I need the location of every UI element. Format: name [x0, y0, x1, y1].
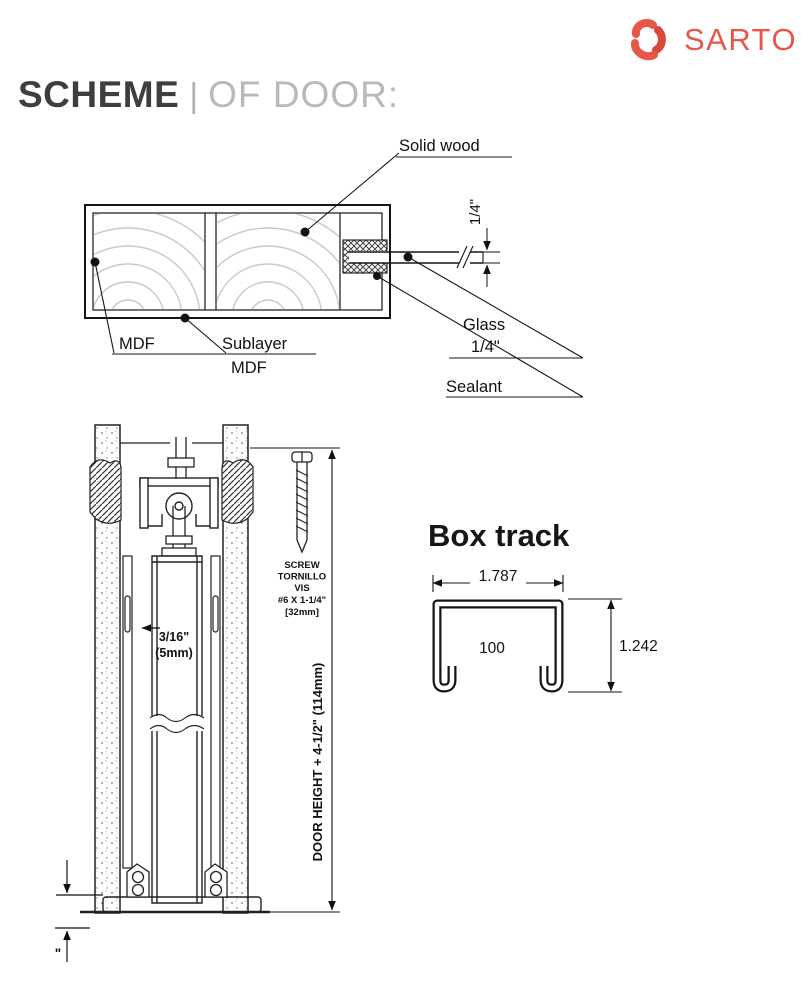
sublayer-label-line1: Sublayer: [222, 335, 288, 353]
floor-gap-label: 3/4": [55, 946, 61, 961]
title-divider: |: [189, 77, 199, 115]
page-title: SCHEME | OF DOOR:: [18, 74, 399, 116]
gap-dimension: 3/16" (5mm): [141, 624, 193, 660]
box-track-title: Box track: [428, 518, 570, 553]
screw-label-line5: [32mm]: [285, 607, 319, 618]
box-track-shape: [432, 599, 564, 693]
mdf-label: MDF: [119, 335, 155, 353]
glass-size-label: 1/4": [471, 338, 500, 356]
track-mount-diagram: 3/16" (5mm) 3/4": [55, 424, 340, 962]
sarto-logo-text: SARTO: [684, 22, 798, 57]
title-main: SCHEME: [18, 74, 180, 115]
sarto-logo-icon: [631, 19, 666, 61]
door-panel: [149, 555, 205, 904]
door-cross-section-diagram: 1/4" Solid wood MDF Sublayer MDF Glass: [84, 137, 584, 398]
glass-label: Glass: [463, 316, 505, 334]
mounting-wedges: [89, 459, 254, 524]
title-subtitle: OF DOOR:: [208, 74, 400, 115]
solid-wood-label: Solid wood: [399, 137, 480, 155]
glass-thickness-dimension: [470, 228, 500, 287]
track-profile: [139, 477, 219, 529]
sealant-label: Sealant: [446, 378, 502, 396]
floor-gap-dimension: [55, 860, 103, 962]
gap-label-value: 3/16": [159, 630, 189, 644]
screw-drawing: [291, 451, 313, 554]
screw-label: SCREW TORNILLO VIS #6 X 1-1/4" [32mm]: [278, 560, 326, 618]
roller-wheel: [165, 492, 193, 520]
screw-label-line3: VIS: [294, 583, 309, 594]
width-dim-label-bg: [470, 568, 526, 584]
section-labels: Solid wood MDF Sublayer MDF Glass 1/4" S…: [119, 137, 505, 396]
floor-assembly: [80, 863, 270, 914]
screw-label-line2: TORNILLO: [278, 572, 326, 583]
leader-lines: [94, 152, 584, 398]
door-height-dimension: [250, 447, 340, 913]
sealant-block: [342, 239, 389, 274]
gap-label-mm: (5mm): [155, 646, 193, 660]
box-track-dimensions: [432, 575, 622, 693]
sarto-logo: SARTO: [620, 14, 797, 66]
glass-thickness-label: 1/4": [467, 199, 484, 225]
box-track-width-dim: 1.787: [479, 568, 518, 585]
door-height-label: DOOR HEIGHT + 4-1/2" (114mm): [310, 663, 325, 862]
screw-label-line4: #6 X 1-1/4": [278, 595, 326, 606]
box-track-height-dim: 1.242: [619, 638, 658, 655]
box-track-profile-diagram: 1.787 100 1.242: [432, 568, 658, 693]
wood-grain: [94, 214, 339, 309]
header-bracket: [120, 437, 223, 480]
sublayer-label-line2: MDF: [231, 359, 267, 377]
screw-label-line1: SCREW: [284, 560, 319, 571]
box-track-inner-label: 100: [479, 640, 505, 657]
